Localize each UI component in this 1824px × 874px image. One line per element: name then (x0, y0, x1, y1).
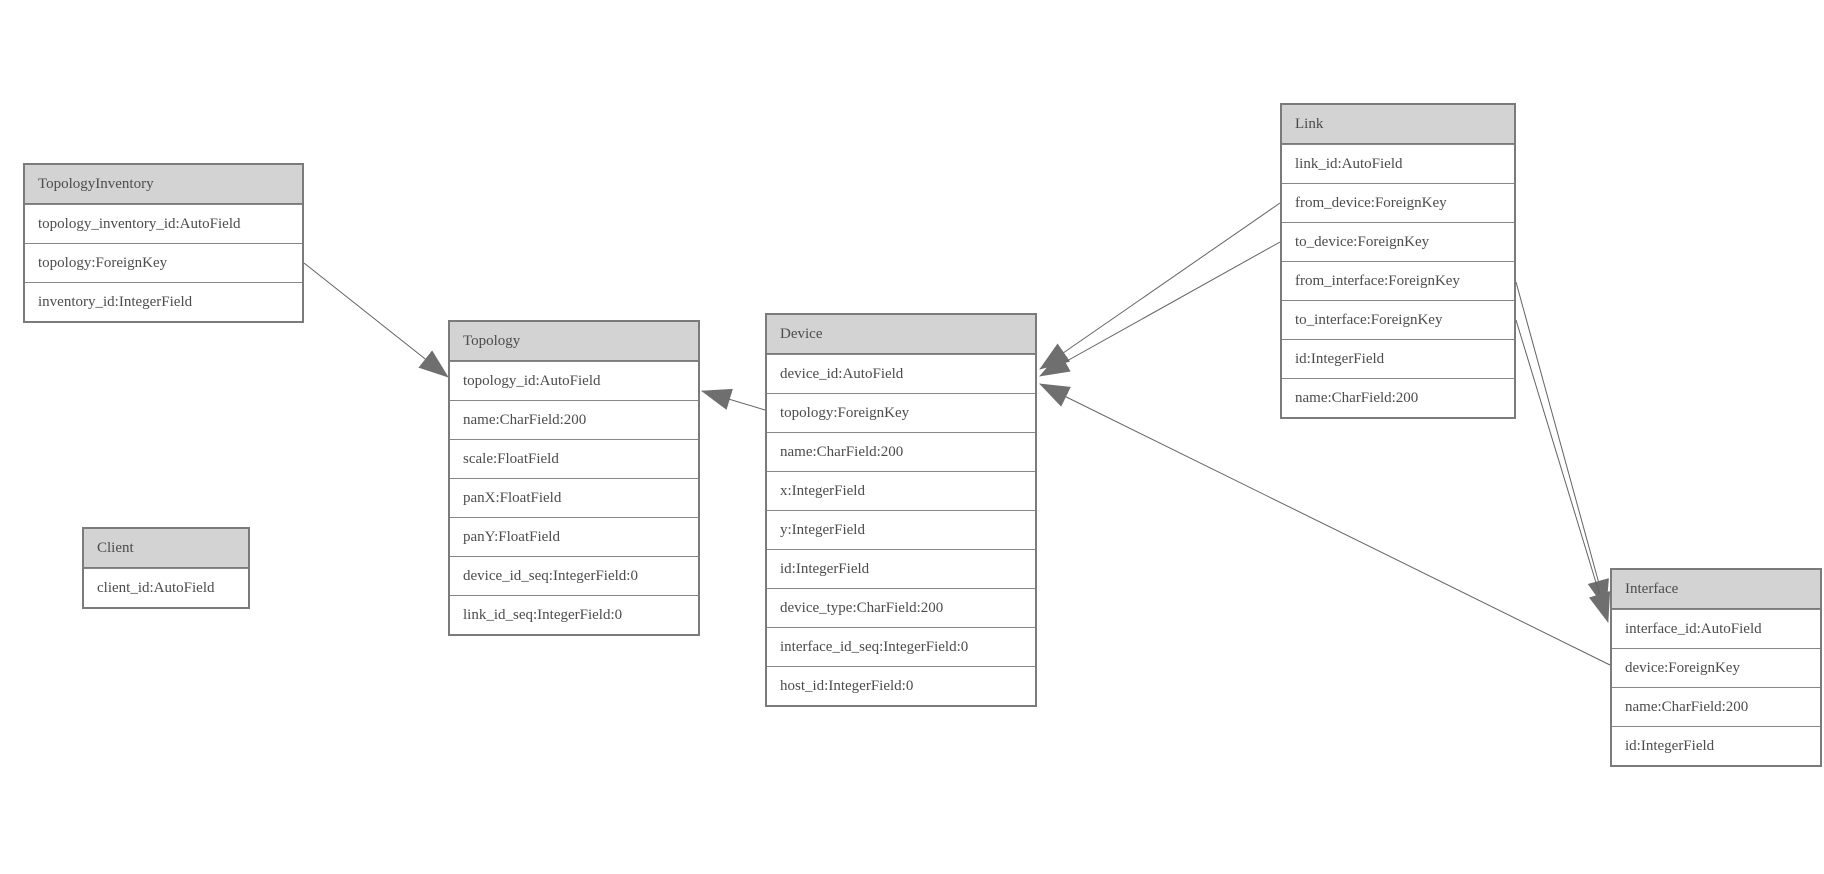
table-row: link_id:AutoField (1282, 144, 1514, 183)
table-row: device_type:CharField:200 (767, 588, 1035, 627)
relation-line-device-topology (701, 388, 766, 411)
table-link: Link link_id:AutoField from_device:Forei… (1280, 103, 1516, 419)
table-row: interface_id:AutoField (1612, 609, 1820, 648)
table-row: topology_inventory_id:AutoField (25, 204, 302, 243)
table-row: device:ForeignKey (1612, 648, 1820, 687)
table-row: panX:FloatField (450, 478, 698, 517)
table-row: scale:FloatField (450, 439, 698, 478)
table-title: Link (1282, 105, 1514, 144)
table-row: id:IntegerField (767, 549, 1035, 588)
table-row: topology_id:AutoField (450, 361, 698, 400)
table-row: id:IntegerField (1612, 726, 1820, 765)
table-row: interface_id_seq:IntegerField:0 (767, 627, 1035, 666)
table-title: Interface (1612, 570, 1820, 609)
table-row: from_interface:ForeignKey (1282, 261, 1514, 300)
table-topologyinventory: TopologyInventory topology_inventory_id:… (23, 163, 304, 323)
table-title: TopologyInventory (25, 165, 302, 204)
table-topology: Topology topology_id:AutoField name:Char… (448, 320, 700, 636)
table-row: inventory_id:IntegerField (25, 282, 302, 321)
table-row: client_id:AutoField (84, 568, 248, 607)
table-client: Client client_id:AutoField (82, 527, 250, 609)
table-row: device_id_seq:IntegerField:0 (450, 556, 698, 595)
relation-line-link-todevice-device (1039, 241, 1281, 377)
relation-line-topologyinventory-topology (303, 262, 449, 378)
table-row: x:IntegerField (767, 471, 1035, 510)
table-row: device_id:AutoField (767, 354, 1035, 393)
relation-line-link-frominterface-interface (1515, 281, 1609, 610)
table-row: link_id_seq:IntegerField:0 (450, 595, 698, 634)
relation-line-interface-device (1039, 383, 1611, 666)
table-row: name:CharField:200 (1612, 687, 1820, 726)
table-row: from_device:ForeignKey (1282, 183, 1514, 222)
table-row: name:CharField:200 (450, 400, 698, 439)
table-row: to_device:ForeignKey (1282, 222, 1514, 261)
table-row: topology:ForeignKey (25, 243, 302, 282)
table-row: name:CharField:200 (1282, 378, 1514, 417)
relation-line-link-fromdevice-device (1039, 202, 1281, 370)
table-row: topology:ForeignKey (767, 393, 1035, 432)
table-interface: Interface interface_id:AutoField device:… (1610, 568, 1822, 767)
table-row: panY:FloatField (450, 517, 698, 556)
relation-line-link-tointerface-interface (1515, 319, 1611, 623)
table-row: id:IntegerField (1282, 339, 1514, 378)
table-device: Device device_id:AutoField topology:Fore… (765, 313, 1037, 707)
table-row: to_interface:ForeignKey (1282, 300, 1514, 339)
table-title: Client (84, 529, 248, 568)
table-row: name:CharField:200 (767, 432, 1035, 471)
table-title: Topology (450, 322, 698, 361)
table-row: host_id:IntegerField:0 (767, 666, 1035, 705)
table-title: Device (767, 315, 1035, 354)
table-row: y:IntegerField (767, 510, 1035, 549)
